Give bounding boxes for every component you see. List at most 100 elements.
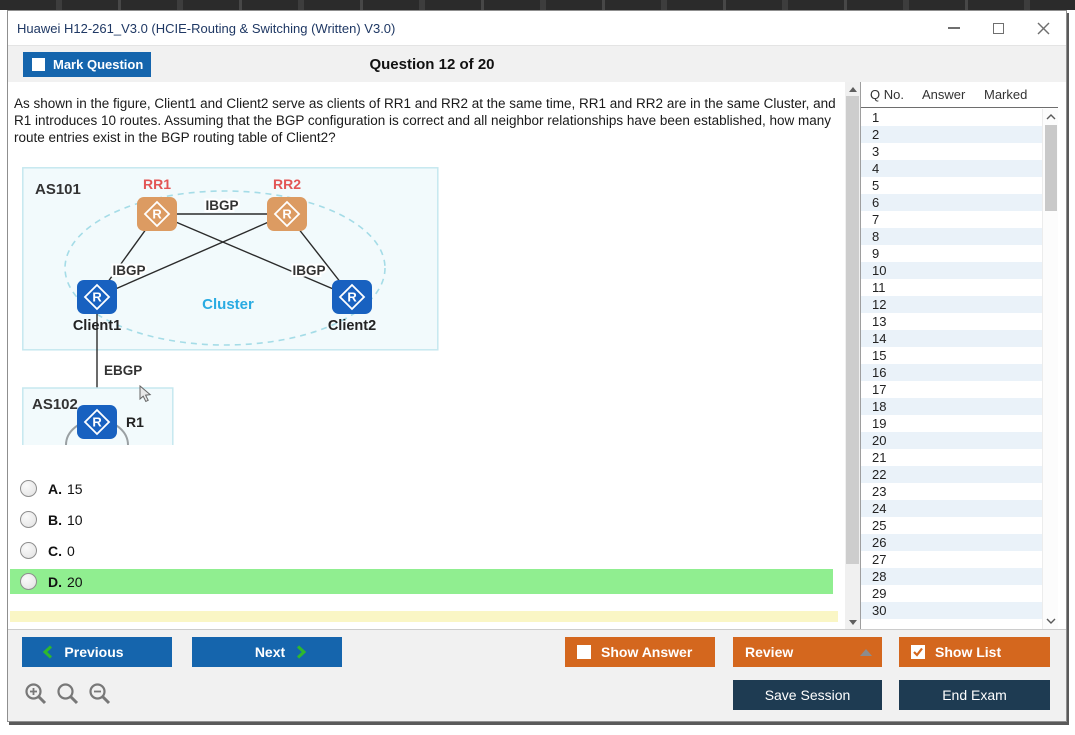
caret-up-icon xyxy=(860,648,872,656)
show-list-checkbox[interactable] xyxy=(911,645,925,659)
radio-button[interactable] xyxy=(20,573,37,590)
radio-button[interactable] xyxy=(20,511,37,528)
question-number: 20 xyxy=(872,433,887,448)
question-number: 15 xyxy=(872,348,887,363)
previous-button[interactable]: Previous xyxy=(22,637,172,667)
question-list-row[interactable]: 3 xyxy=(861,143,1042,160)
zoom-reset-icon[interactable] xyxy=(56,682,79,705)
as101-label: AS101 xyxy=(35,181,81,198)
exam-window: Huawei H12-261_V3.0 (HCIE-Routing & Swit… xyxy=(7,10,1067,722)
client1-label: Client1 xyxy=(73,318,121,334)
question-list-row[interactable]: 15 xyxy=(861,347,1042,364)
list-scroll-down-icon[interactable] xyxy=(1043,613,1059,629)
scroll-up-icon[interactable] xyxy=(845,82,860,96)
minimize-icon xyxy=(947,27,960,29)
question-list-row[interactable]: 24 xyxy=(861,500,1042,517)
list-scrollbar[interactable] xyxy=(1042,109,1058,629)
link-rr1-client2 xyxy=(156,213,353,298)
content-scrollbar[interactable] xyxy=(845,82,860,629)
question-list-row[interactable]: 21 xyxy=(861,449,1042,466)
question-number: 6 xyxy=(872,195,880,210)
r1-label: R1 xyxy=(126,414,144,430)
question-list-row[interactable]: 2 xyxy=(861,126,1042,143)
question-counter: Question 12 of 20 xyxy=(369,56,495,73)
radio-button[interactable] xyxy=(20,542,37,559)
question-number: 3 xyxy=(872,144,880,159)
question-number: 11 xyxy=(872,280,886,295)
question-number: 16 xyxy=(872,365,887,380)
answer-option[interactable]: B. 10 xyxy=(10,507,833,532)
network-diagram: R R R R xyxy=(22,167,439,445)
show-list-button[interactable]: Show List xyxy=(899,637,1050,667)
mark-question-button[interactable]: Mark Question xyxy=(23,52,151,77)
question-list-row[interactable]: 27 xyxy=(861,551,1042,568)
question-list-row[interactable]: 14 xyxy=(861,330,1042,347)
question-list-row[interactable]: 17 xyxy=(861,381,1042,398)
question-list-row[interactable]: 10 xyxy=(861,262,1042,279)
ibgp-right-label: IBGP xyxy=(292,263,325,278)
zoom-out-icon[interactable] xyxy=(88,682,111,705)
save-session-button[interactable]: Save Session xyxy=(733,680,882,710)
question-list-row[interactable]: 16 xyxy=(861,364,1042,381)
question-list-row[interactable]: 19 xyxy=(861,415,1042,432)
question-list-row[interactable]: 11 xyxy=(861,279,1042,296)
question-number: 9 xyxy=(872,246,880,261)
end-exam-button[interactable]: End Exam xyxy=(899,680,1050,710)
answer-option[interactable]: C. 0 xyxy=(10,538,833,563)
option-letter: A. xyxy=(48,480,62,497)
question-number: 30 xyxy=(872,603,887,618)
question-list-row[interactable]: 26 xyxy=(861,534,1042,551)
question-list-row[interactable]: 5 xyxy=(861,177,1042,194)
previous-label: Previous xyxy=(64,644,124,660)
question-list-row[interactable]: 30 xyxy=(861,602,1042,619)
content-scrollbar-thumb[interactable] xyxy=(846,96,859,564)
question-list-row[interactable]: 7 xyxy=(861,211,1042,228)
question-list-row[interactable]: 8 xyxy=(861,228,1042,245)
question-list-row[interactable]: 22 xyxy=(861,466,1042,483)
question-list-row[interactable]: 1 xyxy=(861,109,1042,126)
question-number: 29 xyxy=(872,586,887,601)
show-answer-checkbox[interactable] xyxy=(577,645,591,659)
question-list-row[interactable]: 28 xyxy=(861,568,1042,585)
mouse-cursor xyxy=(139,384,152,403)
svg-text:R: R xyxy=(152,207,162,222)
radio-button[interactable] xyxy=(20,480,37,497)
question-list-row[interactable]: 9 xyxy=(861,245,1042,262)
svg-text:R: R xyxy=(92,290,102,305)
question-list-row[interactable]: 29 xyxy=(861,585,1042,602)
close-button[interactable] xyxy=(1021,11,1066,45)
zoom-in-icon[interactable] xyxy=(24,682,47,705)
highlighted-strip xyxy=(10,611,838,622)
mark-question-checkbox[interactable] xyxy=(32,58,45,71)
question-number: 25 xyxy=(872,518,887,533)
question-list-header: Q No. Answer Marked xyxy=(861,82,1058,108)
next-button[interactable]: Next xyxy=(192,637,342,667)
answer-option[interactable]: A. 15 xyxy=(10,476,833,501)
list-scroll-up-icon[interactable] xyxy=(1043,109,1059,125)
minimize-button[interactable] xyxy=(931,11,976,45)
question-list-row[interactable]: 12 xyxy=(861,296,1042,313)
column-qno: Q No. xyxy=(870,87,904,102)
main-area: As shown in the figure, Client1 and Clie… xyxy=(8,82,1066,629)
question-number: 5 xyxy=(872,178,880,193)
question-list-row[interactable]: 25 xyxy=(861,517,1042,534)
ibgp-left-label: IBGP xyxy=(112,263,145,278)
question-list-row[interactable]: 13 xyxy=(861,313,1042,330)
question-list-row[interactable]: 6 xyxy=(861,194,1042,211)
question-list-panel: Q No. Answer Marked 1 2 3 4 5 6 7 xyxy=(860,82,1058,629)
check-icon xyxy=(913,647,923,657)
maximize-button[interactable] xyxy=(976,11,1021,45)
question-list-row[interactable]: 18 xyxy=(861,398,1042,415)
zoom-toolbar xyxy=(24,682,111,705)
answer-option[interactable]: D. 20 xyxy=(10,569,833,594)
question-list-row[interactable]: 20 xyxy=(861,432,1042,449)
list-scrollbar-thumb[interactable] xyxy=(1045,125,1057,211)
show-answer-button[interactable]: Show Answer xyxy=(565,637,715,667)
review-label: Review xyxy=(745,644,794,660)
question-content: As shown in the figure, Client1 and Clie… xyxy=(8,82,845,629)
scroll-down-icon[interactable] xyxy=(845,615,860,629)
review-button[interactable]: Review xyxy=(733,637,882,667)
question-list-row[interactable]: 23 xyxy=(861,483,1042,500)
question-list-row[interactable]: 4 xyxy=(861,160,1042,177)
option-letter: C. xyxy=(48,542,62,559)
